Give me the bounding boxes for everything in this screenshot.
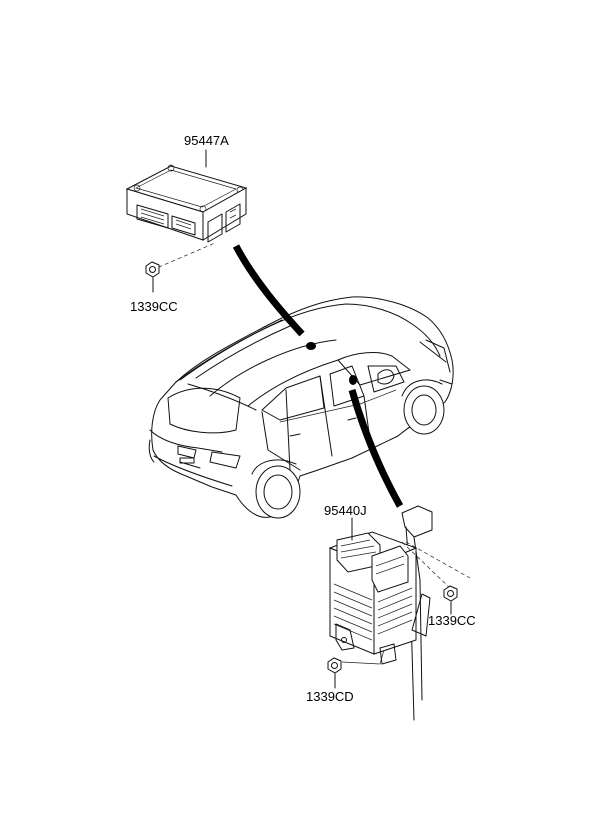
leader-top-arrow [232,244,305,337]
nut-top-icon [145,261,160,293]
control-module-bottom [328,505,471,721]
vehicle-body [148,296,454,519]
nut-right-icon [443,585,458,615]
leader-bottom-arrow [348,389,404,508]
control-module-top [125,149,248,271]
label-nut-top: 1339CC [130,299,178,314]
label-nut-bottom: 1339CD [306,689,354,704]
label-module-top: 95447A [184,133,229,148]
label-module-bottom: 95440J [324,503,367,518]
label-nut-right: 1339CC [428,613,476,628]
nut-bottom-icon [327,657,342,689]
